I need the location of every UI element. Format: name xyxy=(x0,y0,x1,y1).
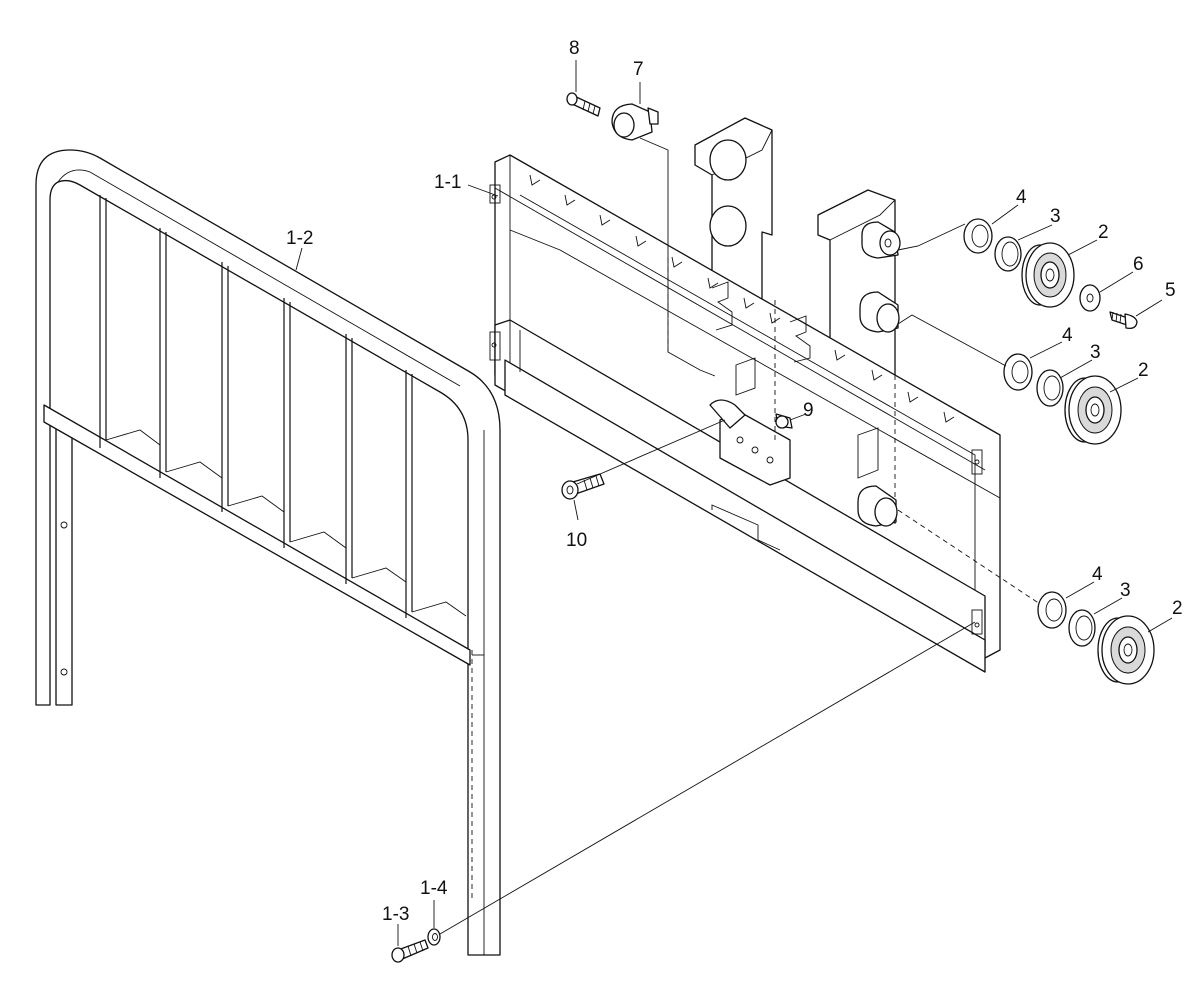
pin-8 xyxy=(566,92,601,117)
roller-7 xyxy=(611,103,659,141)
roller-assembly-top xyxy=(963,218,1138,330)
callout-8: 8 xyxy=(569,38,580,59)
callout-4-mid: 4 xyxy=(1062,325,1073,346)
assembly-lines xyxy=(295,60,1173,946)
bolt-1-3 xyxy=(391,939,429,963)
bolt-9 xyxy=(775,413,793,429)
callout-4-top: 4 xyxy=(1016,187,1027,208)
callout-7: 7 xyxy=(633,59,644,80)
callout-9: 9 xyxy=(803,400,814,421)
callout-1-2: 1-2 xyxy=(286,228,313,249)
callout-4-bottom: 4 xyxy=(1092,564,1103,585)
callout-10: 10 xyxy=(566,530,587,551)
stud-shafts xyxy=(857,221,901,527)
roller-assembly-bottom xyxy=(1037,591,1155,685)
callout-labels: 8 7 1-1 1-2 4 3 2 6 5 4 3 2 9 10 4 3 2 1… xyxy=(286,38,1183,925)
carriage xyxy=(489,117,1001,673)
bolt-10 xyxy=(561,473,605,500)
roller-assembly-middle xyxy=(1003,353,1122,445)
callout-1-4: 1-4 xyxy=(420,878,448,899)
callout-5: 5 xyxy=(1165,280,1176,301)
callout-3-top: 3 xyxy=(1050,206,1061,227)
load-backrest xyxy=(35,149,501,956)
callout-3-bottom: 3 xyxy=(1120,580,1131,601)
callout-2-top: 2 xyxy=(1098,222,1109,243)
callout-1-3: 1-3 xyxy=(382,904,409,925)
washer-1-4 xyxy=(427,928,441,946)
callout-2-mid: 2 xyxy=(1138,360,1149,381)
callout-2-bottom: 2 xyxy=(1172,598,1183,619)
callout-6: 6 xyxy=(1133,254,1144,275)
callout-1-1: 1-1 xyxy=(434,172,461,193)
callout-3-mid: 3 xyxy=(1090,342,1101,363)
